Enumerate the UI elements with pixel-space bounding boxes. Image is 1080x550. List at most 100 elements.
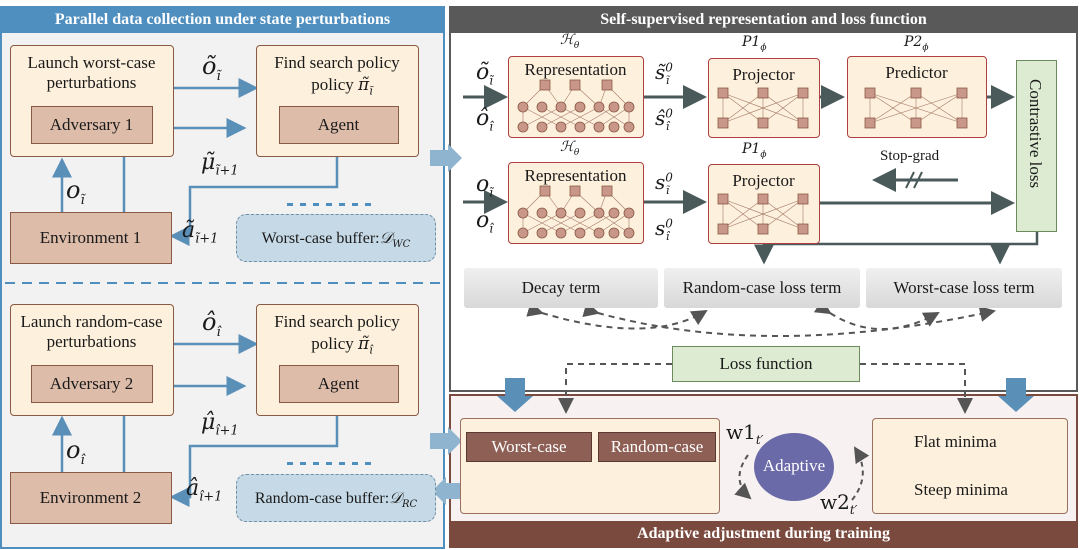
launch-random-case-label: Launch random-case perturbations	[20, 312, 163, 351]
dashed-arrow-decay-worst	[582, 301, 996, 337]
launch-worst-case-box: Launch worst-case perturbations Adversar…	[10, 45, 174, 157]
top-right-panel-header	[450, 7, 1077, 33]
transition-arrow-lower	[432, 477, 460, 505]
agent-1-box: Agent	[279, 106, 399, 144]
adversary-1-box: Adversary 1	[31, 106, 153, 144]
find-policy-1-label: Find search policy	[274, 53, 400, 72]
s-bottom-label-2: s0î	[655, 216, 673, 243]
bottom-right-panel-title: Adaptive adjustment during training	[637, 525, 890, 542]
launch-worst-case-label: Launch worst-case perturbations	[27, 53, 156, 92]
left-panel-title: Parallel data collection under state per…	[54, 11, 391, 28]
p2-label: P2ϕ	[904, 34, 929, 53]
worst-case-loss-box: Worst-case loss term	[866, 268, 1062, 308]
adversary-2-label: Adversary 2	[49, 374, 134, 393]
p1-label-2: P1ϕ	[742, 141, 767, 160]
obs-hat-2-label: ôî	[202, 308, 221, 340]
dashed-arrow-loss-to-balance	[558, 363, 672, 414]
down-arrow-right	[998, 378, 1034, 412]
environment-2-box: Environment 2	[10, 472, 172, 524]
launch-random-case-box: Launch random-case perturbations Adversa…	[10, 304, 174, 416]
projector-2-label: Projector	[732, 171, 795, 190]
representation-2-box: Representation	[508, 162, 644, 244]
loss-function-box: Loss function	[672, 346, 860, 382]
h-theta-label-1: ℋθ	[560, 32, 580, 51]
h-theta-label-2: ℋθ	[560, 139, 580, 158]
representation-1-label: Representation	[524, 60, 627, 79]
buffer-dots-2	[287, 462, 371, 465]
find-policy-1-box: Find search policy policy π̃ĩ Agent	[256, 45, 419, 157]
down-arrow-left	[497, 378, 533, 412]
agent-2-label: Agent	[317, 374, 360, 393]
dashed-arrow-random-worst	[813, 298, 940, 330]
adversary-2-box: Adversary 2	[31, 365, 153, 403]
dashed-arrow-loss-to-minima	[860, 363, 973, 414]
environment-1-box: Environment 1	[10, 212, 172, 264]
s-hat-label: ŝ0î	[655, 106, 673, 133]
flat-minima-label: Flat minima	[914, 432, 997, 451]
dashed-arrow-decay-random	[526, 301, 708, 330]
worst-case-button: Worst-case	[466, 432, 592, 462]
agent-2-box: Agent	[279, 365, 399, 403]
mu-2-label: μ̂î+1	[201, 410, 239, 439]
s-top-label-2: s0ĩ	[655, 170, 673, 197]
adaptive-label: Adaptive	[762, 456, 826, 475]
arrow-agent-to-env-2	[169, 413, 339, 507]
rep1-input-bottom: ôî	[476, 106, 494, 134]
transition-arrow-upper	[430, 144, 462, 172]
obs-tilde-1-label: õĩ	[202, 52, 221, 84]
rep2-input-bottom: oî	[476, 208, 494, 236]
stop-grad-mark-2	[913, 171, 923, 189]
projector-1-network-icon	[717, 87, 809, 129]
projector-2-network-icon	[717, 193, 809, 235]
contrastive-loss-label: Contrastive loss	[1026, 79, 1045, 189]
random-case-loss-box: Random-case loss term	[664, 268, 860, 308]
representation-1-network-icon	[517, 79, 635, 133]
find-policy-1-line2: policy π̃ĩ	[311, 75, 373, 98]
environment-2-label: Environment 2	[39, 488, 142, 507]
arrow-agent-to-env-1	[169, 157, 339, 246]
adversary-1-label: Adversary 1	[49, 115, 134, 134]
rep1-input-top: õĩ	[476, 60, 494, 88]
stop-grad-mark-1	[905, 171, 915, 189]
arrow-contrastive-to-random	[754, 232, 1039, 265]
s-tilde-label: s̃0ĩ	[655, 60, 673, 87]
obs-2-label: oî	[66, 436, 85, 468]
left-panel-header	[1, 7, 444, 33]
bottom-right-panel-header	[450, 521, 1077, 547]
stop-grad-label: Stop-grad	[880, 148, 940, 164]
w2-label: w2t′	[820, 490, 858, 517]
steep-minima-label: Steep minima	[914, 480, 1008, 499]
projector-1-label: Projector	[732, 65, 795, 84]
agent-1-label: Agent	[317, 115, 360, 134]
action-2-label: âî+1	[186, 476, 223, 505]
random-case-button: Random-case	[598, 432, 716, 462]
contrastive-loss-box: Contrastive loss	[1016, 60, 1057, 232]
random-case-buffer: Random-case buffer:𝒟RC	[236, 474, 436, 522]
decay-term-box: Decay term	[464, 268, 658, 308]
transition-arrow-middle	[430, 427, 462, 455]
w1-label: w1t′	[726, 420, 764, 447]
top-right-panel-title: Self-supervised representation and loss …	[600, 11, 927, 28]
p1-label-1: P1ϕ	[742, 34, 767, 53]
environment-1-label: Environment 1	[39, 228, 142, 247]
buffer-dots-1	[287, 203, 371, 206]
minima-panel	[872, 418, 1068, 514]
find-policy-2-line2: policy π̃î	[311, 334, 373, 357]
dashed-loop-left	[734, 454, 752, 500]
representation-2-label: Representation	[524, 166, 627, 185]
obs-1-label: oĩ	[66, 176, 85, 208]
representation-2-network-icon	[517, 185, 635, 239]
find-policy-2-box: Find search policy policy π̃î Agent	[256, 304, 419, 416]
predictor-label: Predictor	[885, 63, 948, 82]
dashed-loop-right	[851, 446, 870, 501]
projector-2-box: Projector	[708, 164, 820, 244]
find-policy-2-label: Find search policy	[274, 312, 400, 331]
predictor-box: Predictor	[847, 56, 987, 138]
action-1-label: ãĩ+1	[182, 218, 219, 247]
representation-1-box: Representation	[508, 56, 644, 138]
projector-1-box: Projector	[708, 58, 820, 138]
mu-1-label: μ̃ĩ+1	[201, 150, 239, 179]
adaptive-ellipse	[754, 433, 834, 501]
worst-case-buffer: Worst-case buffer:𝒟WC	[236, 214, 436, 262]
